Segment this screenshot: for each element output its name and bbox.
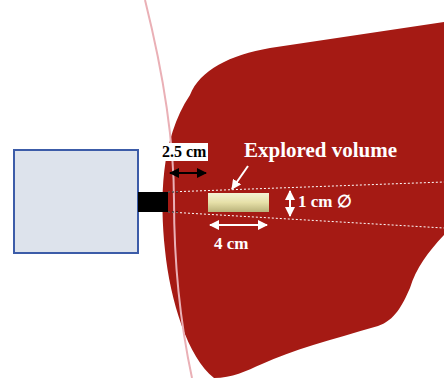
beam-line [168, 182, 444, 192]
skin-line [145, 0, 192, 378]
explored-volume-cylinder [208, 193, 269, 212]
dimension-arrow [210, 224, 267, 226]
beam-line [168, 212, 444, 228]
beam-line [168, 212, 180, 213]
dimension-arrow [289, 191, 291, 216]
dimension-arrow [170, 172, 206, 174]
beam-line [168, 192, 180, 193]
dimension-label: 4 cm [214, 235, 248, 254]
liver [163, 22, 444, 378]
volume-label: Explored volume [244, 139, 397, 162]
probe-housing [14, 150, 138, 253]
leader-arrow [232, 166, 248, 189]
probe-tip [138, 192, 168, 212]
dimension-label: 1 cm ∅ [298, 193, 352, 212]
dimension-label: 2.5 cm [160, 143, 208, 161]
